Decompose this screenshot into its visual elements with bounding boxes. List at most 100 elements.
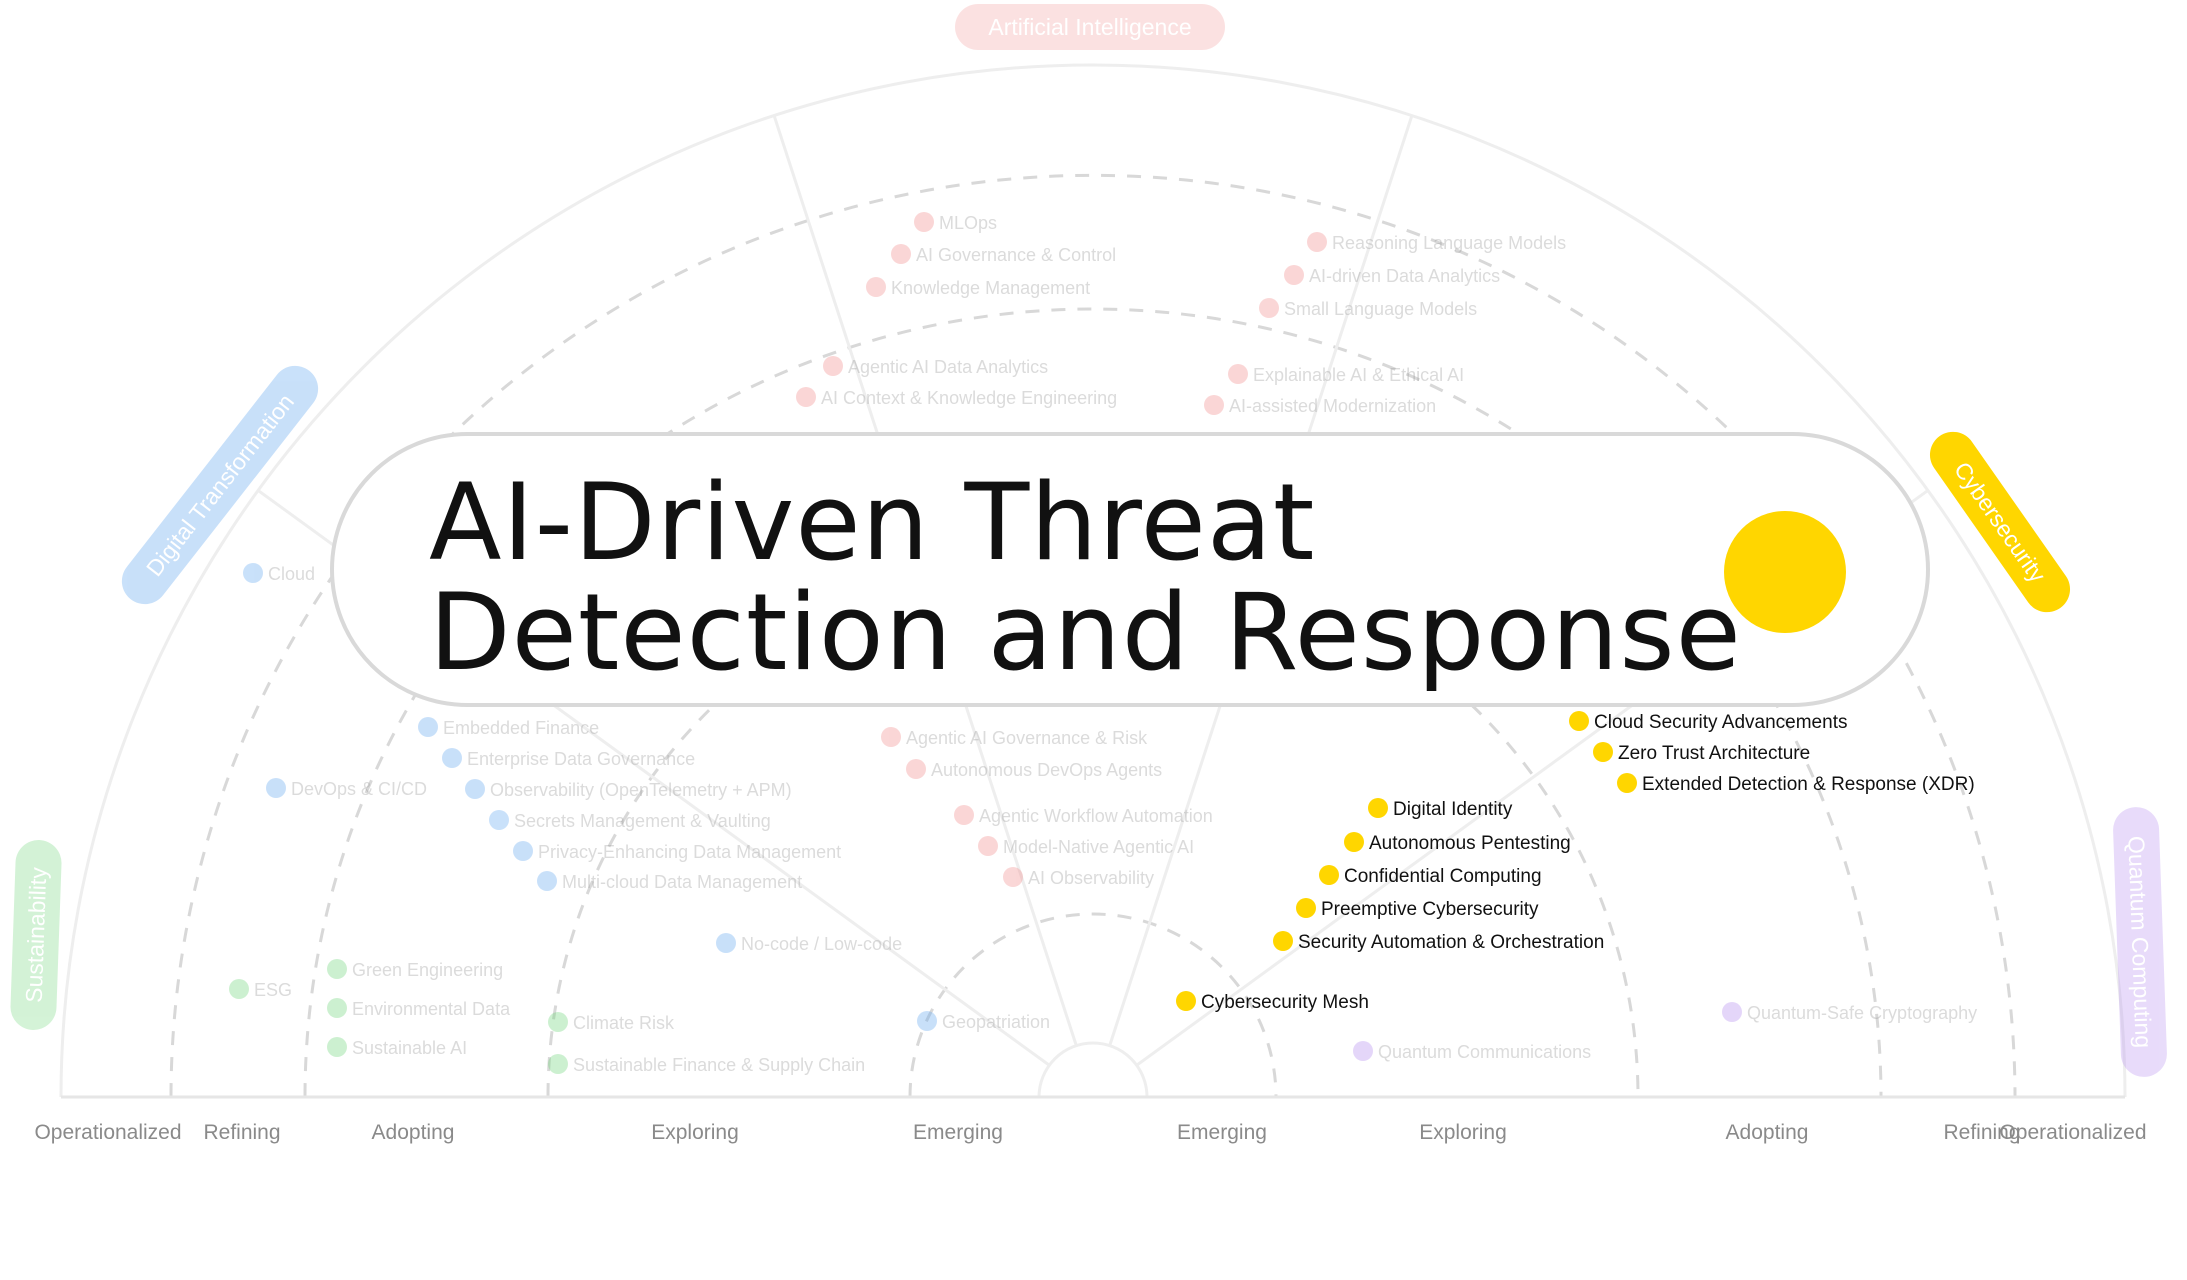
pill-background bbox=[10, 840, 62, 1030]
item-dot-icon bbox=[327, 959, 347, 979]
stage-label: Emerging bbox=[1177, 1121, 1267, 1144]
item-dot-icon bbox=[1284, 265, 1304, 285]
item-label: Quantum Communications bbox=[1378, 1042, 1591, 1062]
radar-item[interactable]: Digital Identity bbox=[1368, 798, 1513, 820]
radar-item[interactable]: AI-assisted Modernization bbox=[1204, 395, 1436, 416]
radar-item[interactable]: Agentic Workflow Automation bbox=[954, 805, 1213, 826]
radar-item[interactable]: Explainable AI & Ethical AI bbox=[1228, 364, 1464, 385]
radar-item[interactable]: Geopatriation bbox=[917, 1011, 1050, 1032]
radar-item[interactable]: Green Engineering bbox=[327, 959, 503, 980]
title-card: AI-Driven Threat Detection and Response bbox=[330, 432, 1930, 707]
item-dot-icon bbox=[823, 356, 843, 376]
item-dot-icon bbox=[1259, 298, 1279, 318]
radar-item[interactable]: DevOps & CI/CD bbox=[266, 778, 427, 799]
pill-background bbox=[1929, 431, 2071, 613]
item-label: Cloud Security Advancements bbox=[1594, 712, 1847, 733]
item-label: Autonomous DevOps Agents bbox=[931, 760, 1162, 780]
pill-background bbox=[121, 365, 319, 605]
radar-item[interactable]: Climate Risk bbox=[548, 1012, 675, 1033]
radar-item[interactable]: Quantum Communications bbox=[1353, 1041, 1591, 1062]
radar-item[interactable]: Quantum-Safe Cryptography bbox=[1722, 1002, 1977, 1023]
item-label: Security Automation & Orchestration bbox=[1298, 932, 1604, 953]
item-label: Reasoning Language Models bbox=[1332, 233, 1566, 253]
item-label: Agentic Workflow Automation bbox=[979, 806, 1213, 826]
radar-item[interactable]: Zero Trust Architecture bbox=[1593, 742, 1810, 764]
radar-item[interactable]: ESG bbox=[229, 979, 292, 1000]
radar-item[interactable]: Reasoning Language Models bbox=[1307, 232, 1566, 253]
radar-item[interactable]: Cloud Security Advancements bbox=[1569, 711, 1847, 733]
radar-item[interactable]: Extended Detection & Response (XDR) bbox=[1617, 773, 1975, 795]
item-dot-icon bbox=[513, 841, 533, 861]
radar-item[interactable]: Autonomous Pentesting bbox=[1344, 832, 1571, 854]
item-label: DevOps & CI/CD bbox=[291, 779, 427, 799]
radar-item[interactable]: Observability (OpenTelemetry + APM) bbox=[465, 779, 792, 800]
item-label: Agentic AI Data Analytics bbox=[848, 357, 1048, 377]
radar-item[interactable]: No-code / Low-code bbox=[716, 933, 902, 954]
item-dot-icon bbox=[1368, 798, 1388, 818]
item-dot-icon bbox=[1319, 865, 1339, 885]
radar-item[interactable]: Cloud bbox=[243, 563, 315, 584]
category-pill-ai: Artificial Intelligence bbox=[955, 4, 1225, 50]
radar-item[interactable]: Privacy-Enhancing Data Management bbox=[513, 841, 841, 862]
radar-item[interactable]: AI-driven Data Analytics bbox=[1284, 265, 1500, 286]
radar-item[interactable]: AI Context & Knowledge Engineering bbox=[796, 387, 1117, 408]
radar-item[interactable]: Security Automation & Orchestration bbox=[1273, 931, 1604, 953]
item-dot-icon bbox=[1353, 1041, 1373, 1061]
radar-item[interactable]: Small Language Models bbox=[1259, 298, 1477, 319]
item-label: Small Language Models bbox=[1284, 299, 1477, 319]
stage-label: Emerging bbox=[913, 1121, 1003, 1144]
item-label: Environmental Data bbox=[352, 999, 511, 1019]
radar-item[interactable]: AI Observability bbox=[1003, 867, 1154, 888]
item-label: Sustainable AI bbox=[352, 1038, 467, 1058]
ring-adopting bbox=[303, 307, 1883, 1098]
item-label: Sustainable Finance & Supply Chain bbox=[573, 1055, 865, 1075]
radar-item[interactable]: MLOps bbox=[914, 212, 997, 233]
item-dot-icon bbox=[266, 778, 286, 798]
radar-item[interactable]: Agentic AI Data Analytics bbox=[823, 356, 1048, 377]
item-dot-icon bbox=[954, 805, 974, 825]
pill-background bbox=[955, 4, 1225, 50]
radar-item[interactable]: Enterprise Data Governance bbox=[442, 748, 695, 769]
item-label: ESG bbox=[254, 980, 292, 1000]
item-dot-icon bbox=[1344, 832, 1364, 852]
radar-item[interactable]: Preemptive Cybersecurity bbox=[1296, 898, 1539, 920]
item-label: Privacy-Enhancing Data Management bbox=[538, 842, 841, 862]
radar-item[interactable]: Sustainable AI bbox=[327, 1037, 467, 1058]
item-dot-icon bbox=[442, 748, 462, 768]
item-label: Extended Detection & Response (XDR) bbox=[1642, 774, 1975, 795]
item-label: Autonomous Pentesting bbox=[1369, 833, 1571, 854]
stage-label: Operationalized bbox=[34, 1121, 181, 1144]
stage-label: Adopting bbox=[1726, 1121, 1809, 1144]
stage-label: Adopting bbox=[372, 1121, 455, 1144]
item-dot-icon bbox=[243, 563, 263, 583]
radar-item[interactable]: Embedded Finance bbox=[418, 717, 599, 738]
radar-item[interactable]: Sustainable Finance & Supply Chain bbox=[548, 1054, 865, 1075]
radar-item[interactable]: Agentic AI Governance & Risk bbox=[881, 727, 1148, 748]
item-dot-icon bbox=[978, 836, 998, 856]
item-label: Quantum-Safe Cryptography bbox=[1747, 1003, 1977, 1023]
radar-item[interactable]: Knowledge Management bbox=[866, 277, 1090, 298]
item-dot-icon bbox=[229, 979, 249, 999]
radar-item[interactable]: Confidential Computing bbox=[1319, 865, 1542, 887]
item-label: Confidential Computing bbox=[1344, 866, 1542, 887]
item-label: Geopatriation bbox=[942, 1012, 1050, 1032]
item-label: Cybersecurity Mesh bbox=[1201, 992, 1369, 1013]
radar-item[interactable]: Model-Native Agentic AI bbox=[978, 836, 1194, 857]
outer-boundary bbox=[59, 63, 2127, 1098]
radar-item[interactable]: Cybersecurity Mesh bbox=[1176, 991, 1369, 1013]
item-label: Embedded Finance bbox=[443, 718, 599, 738]
radar-item[interactable]: Secrets Management & Vaulting bbox=[489, 810, 771, 831]
item-label: Agentic AI Governance & Risk bbox=[906, 728, 1148, 748]
stage-label: Refining bbox=[1943, 1121, 2020, 1144]
pill-background bbox=[2113, 807, 2167, 1077]
item-dot-icon bbox=[418, 717, 438, 737]
item-label: Secrets Management & Vaulting bbox=[514, 811, 771, 831]
radar-item[interactable]: Environmental Data bbox=[327, 998, 511, 1019]
radar-item[interactable]: AI Governance & Control bbox=[891, 244, 1116, 265]
item-label: Knowledge Management bbox=[891, 278, 1090, 298]
radar-item[interactable]: Multi-cloud Data Management bbox=[537, 871, 802, 892]
item-label: Digital Identity bbox=[1393, 799, 1513, 820]
radar-item[interactable]: Autonomous DevOps Agents bbox=[906, 759, 1162, 780]
item-label: Enterprise Data Governance bbox=[467, 749, 695, 769]
